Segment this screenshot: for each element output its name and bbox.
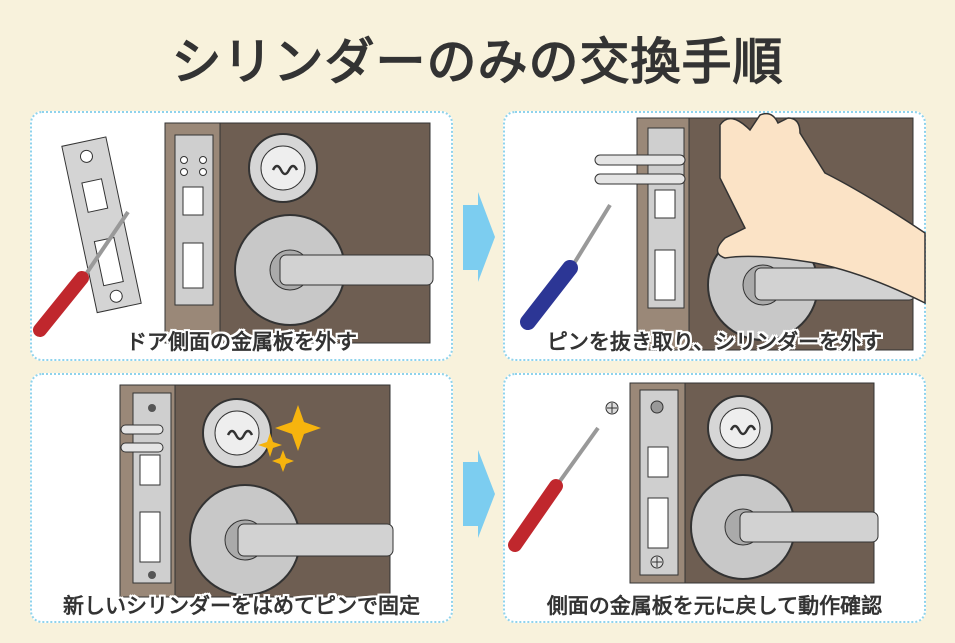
pins xyxy=(594,154,686,185)
page-title: シリンダーのみの交換手順 xyxy=(171,33,784,91)
screwdriver-icon xyxy=(508,426,600,552)
arrow-right-icon xyxy=(463,450,495,538)
step-2-caption: ピンを抜き取り、シリンダーを外す xyxy=(546,330,883,354)
step-1-illustration xyxy=(33,122,434,344)
step-1-caption: ドア側面の金属板を外す xyxy=(126,330,357,354)
pins xyxy=(120,424,164,453)
screwdriver-icon xyxy=(520,203,612,330)
step-4-illustration xyxy=(508,382,879,584)
step-3-caption: 新しいシリンダーをはめてピンで固定 xyxy=(63,594,420,618)
step-4-caption: 側面の金属板を元に戻して動作確認 xyxy=(546,594,883,618)
lever-handle xyxy=(279,254,434,286)
removed-faceplate xyxy=(61,136,142,314)
sparkle-icon xyxy=(258,405,321,472)
hand xyxy=(716,112,926,305)
arrow-right-icon xyxy=(463,192,495,282)
step-2-illustration xyxy=(520,112,926,351)
step-3-illustration xyxy=(119,384,394,598)
screwdriver-icon xyxy=(33,210,130,337)
